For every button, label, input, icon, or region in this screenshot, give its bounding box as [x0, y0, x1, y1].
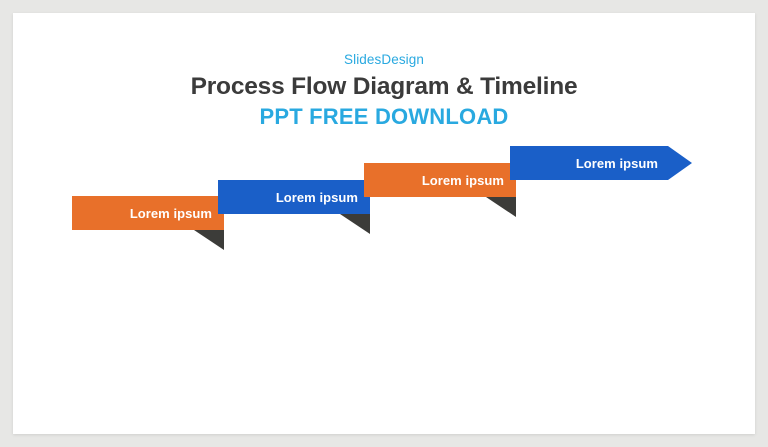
process-flow-diagram: Lorem ipsum Lorem ipsum Lorem ipsum Lore… — [13, 13, 755, 434]
step-label-1: Lorem ipsum — [129, 205, 212, 221]
step-body-4: Lorem ipsum — [510, 146, 692, 180]
step-body-3: Lorem ipsum — [364, 163, 516, 197]
process-step-1[interactable]: Lorem ipsum — [72, 196, 224, 250]
step-label-2: Lorem ipsum — [275, 189, 358, 205]
step-fold-shape-1 — [194, 230, 224, 250]
process-step-4[interactable]: Lorem ipsum — [510, 146, 692, 180]
step-label-4: Lorem ipsum — [575, 155, 658, 171]
step-fold-shape-3 — [486, 197, 516, 217]
process-step-2[interactable]: Lorem ipsum — [218, 180, 370, 234]
brand-label: SlidesDesign — [344, 52, 424, 67]
page-subtitle: PPT FREE DOWNLOAD — [259, 104, 509, 129]
step-body-2: Lorem ipsum — [218, 180, 370, 214]
step-body-1: Lorem ipsum — [72, 196, 224, 230]
title-block: SlidesDesign Process Flow Diagram & Time… — [13, 51, 755, 130]
step-label-3: Lorem ipsum — [421, 172, 504, 188]
step-fold-shape-2 — [340, 214, 370, 234]
page-title: Process Flow Diagram & Timeline — [190, 73, 578, 100]
process-step-3[interactable]: Lorem ipsum — [364, 163, 516, 217]
slide-canvas: SlidesDesign Process Flow Diagram & Time… — [13, 13, 755, 434]
